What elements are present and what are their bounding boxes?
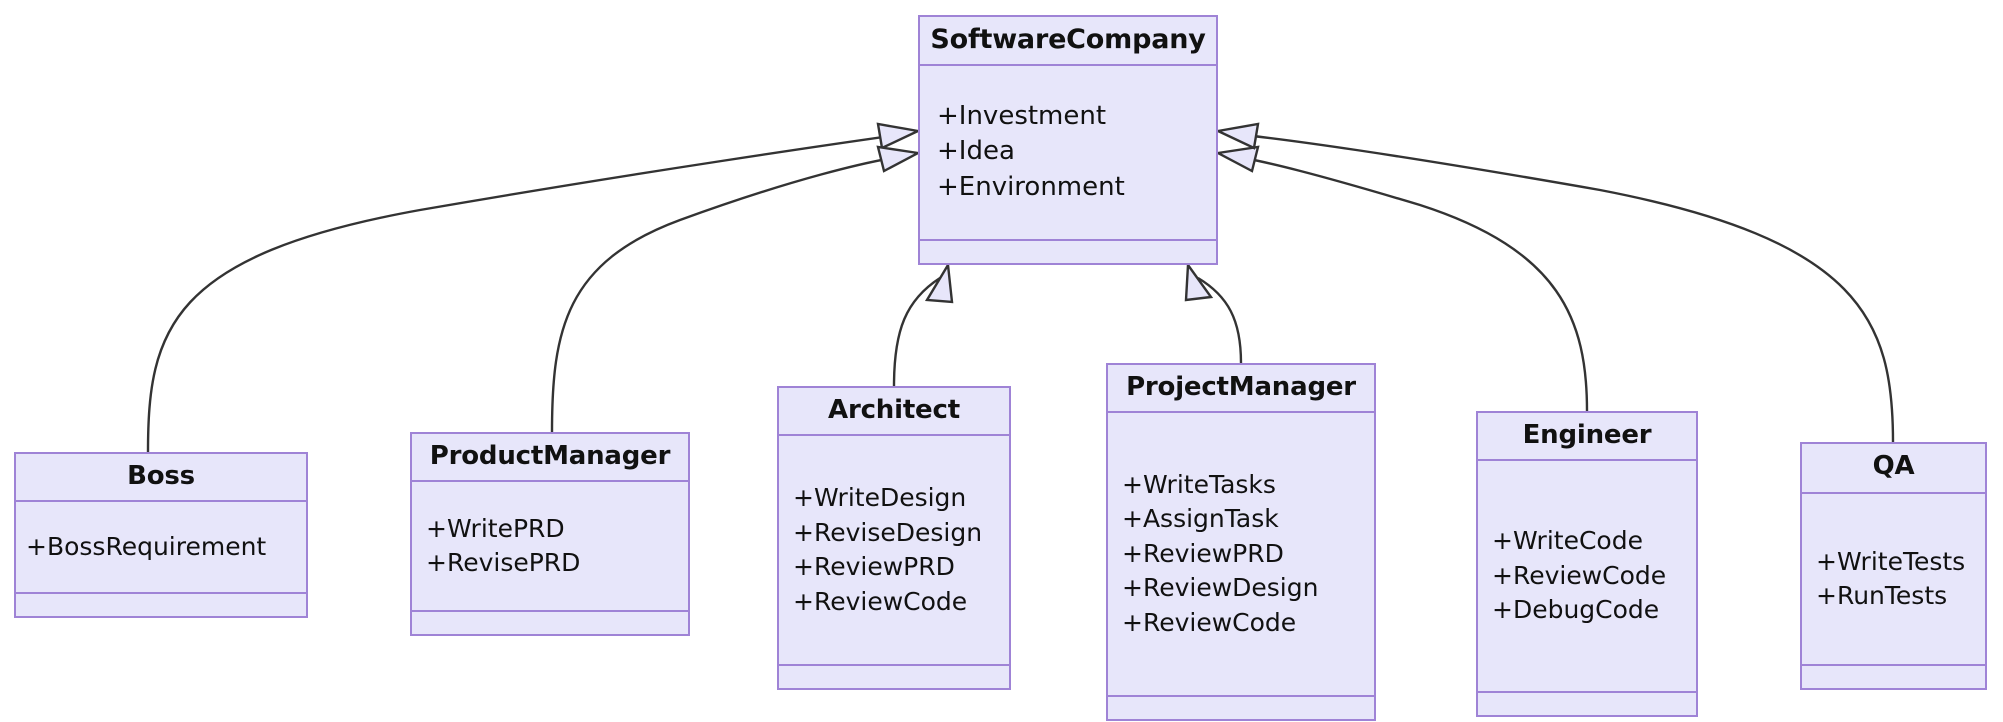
class-methods-projectmanager — [1108, 697, 1374, 719]
class-attribute: +ReviewCode — [1492, 560, 1667, 590]
class-attribute: +Environment — [937, 171, 1125, 202]
class-attributes-softwarecompany: +Investment +Idea +Environment — [920, 66, 1216, 241]
class-attribute: +AssignTask — [1122, 504, 1279, 534]
class-node-projectmanager[interactable]: ProjectManager +WriteTasks +AssignTask +… — [1106, 363, 1376, 721]
class-attribute: +WriteCode — [1492, 526, 1643, 556]
class-node-qa[interactable]: QA +WriteTests +RunTests — [1800, 442, 1987, 690]
class-title-qa: QA — [1802, 444, 1985, 494]
class-attributes-projectmanager: +WriteTasks +AssignTask +ReviewPRD +Revi… — [1108, 413, 1374, 697]
class-attribute: +ReviewPRD — [1122, 538, 1284, 568]
class-attribute: +ReviewCode — [1122, 607, 1297, 637]
class-node-productmanager[interactable]: ProductManager +WritePRD +RevisePRD — [410, 432, 690, 636]
class-attribute: +Investment — [937, 100, 1107, 131]
class-attributes-engineer: +WriteCode +ReviewCode +DebugCode — [1478, 461, 1696, 693]
class-attributes-boss: +BossRequirement — [16, 502, 306, 594]
class-title-projectmanager: ProjectManager — [1108, 365, 1374, 413]
edge-architect-to-softwarecompany — [892, 261, 954, 387]
class-title-boss: Boss — [16, 454, 306, 502]
class-title-productmanager: ProductManager — [412, 434, 688, 482]
class-attribute: +WriteDesign — [793, 483, 967, 512]
edge-projectmanager-to-softwarecompany — [1184, 261, 1243, 364]
class-methods-softwarecompany — [920, 241, 1216, 263]
class-attribute: +BossRequirement — [26, 531, 267, 561]
class-node-engineer[interactable]: Engineer +WriteCode +ReviewCode +DebugCo… — [1476, 411, 1698, 717]
class-attribute: +ReviewCode — [793, 586, 968, 616]
class-attribute: +WriteTests — [1816, 546, 1966, 576]
class-methods-qa — [1802, 666, 1985, 688]
class-title-engineer: Engineer — [1478, 413, 1696, 461]
class-attribute: +DebugCode — [1492, 595, 1660, 625]
class-title-softwarecompany: SoftwareCompany — [920, 17, 1216, 66]
class-attributes-architect: +WriteDesign +ReviseDesign +ReviewPRD +R… — [779, 436, 1009, 666]
class-attributes-productmanager: +WritePRD +RevisePRD — [412, 482, 688, 612]
class-attributes-qa: +WriteTests +RunTests — [1802, 494, 1985, 666]
class-attribute: +ReviewPRD — [793, 552, 955, 581]
class-attribute: +WritePRD — [426, 513, 565, 543]
class-attribute: +RunTests — [1816, 581, 1948, 610]
class-attribute: +WriteTasks — [1122, 469, 1276, 499]
class-methods-productmanager — [412, 612, 688, 634]
class-attribute: +ReviseDesign — [793, 517, 983, 547]
class-attribute: +ReviewDesign — [1122, 573, 1319, 603]
class-node-softwarecompany[interactable]: SoftwareCompany +Investment +Idea +Envir… — [918, 15, 1218, 265]
class-node-architect[interactable]: Architect +WriteDesign +ReviseDesign +Re… — [777, 386, 1011, 690]
class-title-architect: Architect — [779, 388, 1009, 436]
class-methods-boss — [16, 594, 306, 616]
class-attribute: +RevisePRD — [426, 548, 581, 577]
class-attribute: +Idea — [937, 136, 1015, 167]
class-node-boss[interactable]: Boss +BossRequirement — [14, 452, 308, 618]
class-methods-architect — [779, 666, 1009, 688]
class-methods-engineer — [1478, 693, 1696, 715]
